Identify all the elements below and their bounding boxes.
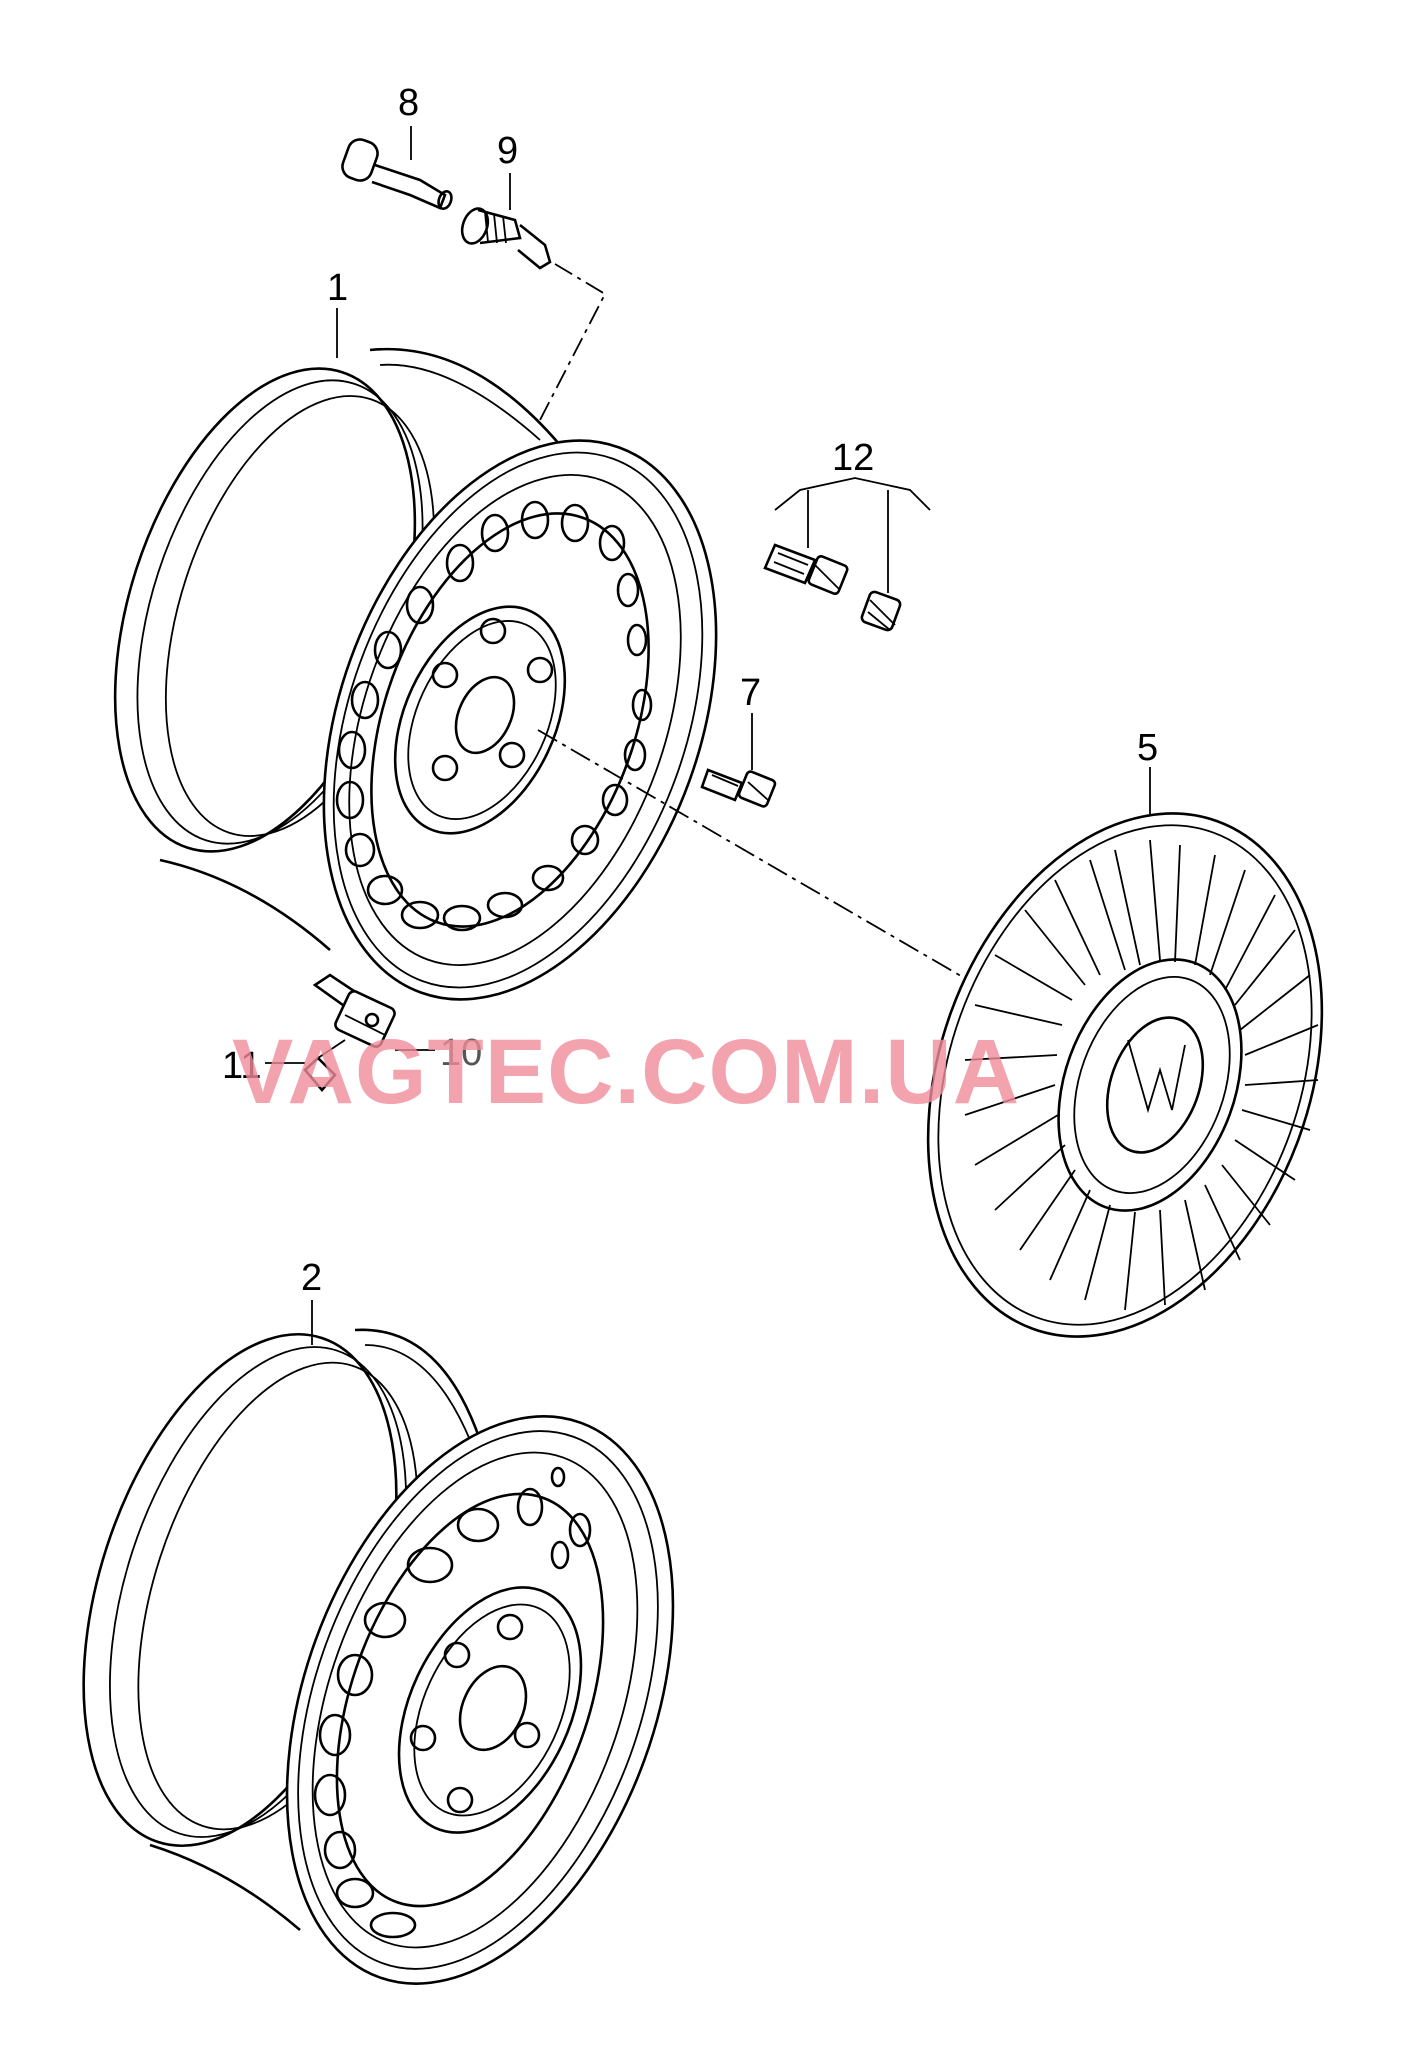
valve-part-9[interactable] — [458, 205, 552, 270]
callout-10: 10 — [440, 1032, 482, 1074]
callout-5: 5 — [1137, 727, 1158, 769]
steel-rim-2[interactable] — [25, 1295, 745, 2037]
valve-leader-line — [539, 263, 607, 421]
wheel-bolts-part-12[interactable] — [763, 543, 902, 632]
wheel-cover-spokes — [964, 839, 1319, 1311]
rim-1-holes — [335, 500, 653, 932]
rim-2-holes — [313, 1466, 592, 1939]
callout-7: 7 — [740, 672, 761, 714]
callout-9: 9 — [497, 130, 518, 172]
valve-part-8[interactable] — [339, 136, 454, 211]
callout-11: 11 — [222, 1045, 261, 1087]
callout-8: 8 — [398, 82, 419, 124]
hubcap-leader-line — [537, 729, 986, 991]
wheel-cover-part-5[interactable] — [859, 758, 1391, 1392]
callout-2: 2 — [301, 1257, 322, 1299]
rim-1-hub — [393, 605, 567, 835]
tpms-sensor-part-10-11[interactable] — [303, 973, 397, 1092]
callout-12: 12 — [832, 437, 874, 479]
steel-rim-1[interactable] — [59, 331, 788, 1055]
callout-1: 1 — [327, 267, 348, 309]
rim-2-hub — [397, 1586, 583, 1834]
callout-leaders — [265, 126, 1151, 1345]
watermark: VAGTEC.COM.UA — [232, 1021, 1020, 1123]
wheel-bolt-part-7[interactable] — [700, 768, 777, 808]
